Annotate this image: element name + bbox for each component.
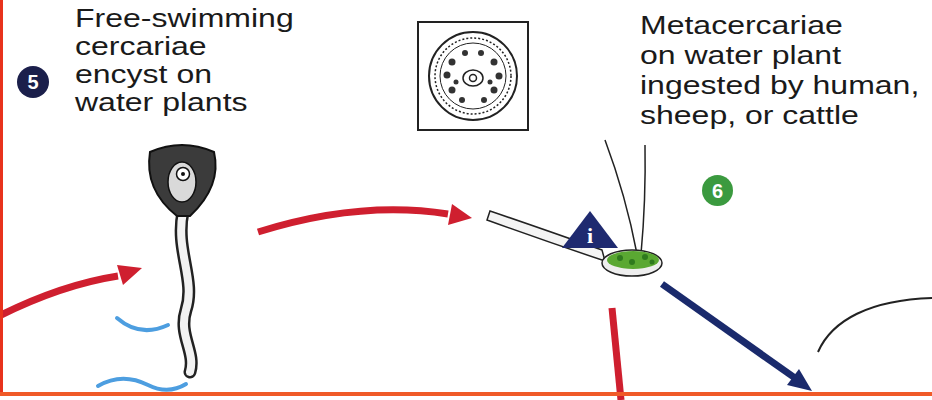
caption-block: Metacercariae on water plant ingested by… (640, 10, 923, 130)
callout-number: 5 (17, 66, 49, 98)
cercaria-tail (181, 212, 191, 372)
water-wave (98, 379, 186, 390)
metacercaria-gut (444, 50, 503, 103)
cyst-wall (435, 38, 511, 114)
water-plant (607, 251, 659, 269)
wrap-spacer (866, 10, 924, 40)
leader-line (605, 140, 637, 254)
inset-box (418, 22, 528, 130)
node-text-group: 6 (712, 181, 723, 201)
slide-border (0, 392, 932, 396)
water-wave (117, 318, 168, 330)
cercaria-tail (181, 212, 191, 372)
cercaria-body (149, 145, 216, 216)
arrow-head (787, 369, 812, 391)
circle-shape (17, 66, 49, 98)
ventral-sucker (470, 75, 477, 82)
node-text-group: i (587, 225, 593, 247)
node-text-group: 5 (27, 72, 38, 92)
arrow-head (117, 265, 142, 285)
cycle-arrow (258, 210, 448, 232)
caption-text: Free-swimming cercariae encyst on water … (75, 4, 294, 116)
cycle-arrow (0, 276, 118, 318)
cyst-wall (440, 43, 506, 109)
arrow-head (448, 204, 472, 225)
metacercaria-cyst (429, 32, 517, 120)
leader-line (641, 145, 645, 254)
info-triangle: i (562, 211, 618, 248)
ventral-sucker (463, 70, 483, 86)
slide-border (0, 0, 3, 396)
caption-block: Free-swimming cercariae encyst on water … (75, 4, 296, 116)
cycle-arrow (662, 284, 795, 378)
node-label: 5 (27, 72, 38, 92)
circle-shape (702, 175, 733, 206)
cercaria-organ (168, 162, 196, 202)
cycle-arrow (612, 308, 621, 400)
oral-sucker (181, 172, 185, 176)
caption-text: Metacercariae on water plant ingested by… (640, 11, 919, 129)
node-label: 6 (712, 181, 723, 201)
callout-number: 6 (702, 175, 733, 206)
spoon-bowl (602, 250, 662, 276)
oral-sucker (177, 168, 190, 181)
triangle-shape (562, 211, 618, 248)
water-plant (617, 254, 655, 265)
host-outline (818, 298, 932, 352)
node-label: i (587, 225, 593, 247)
